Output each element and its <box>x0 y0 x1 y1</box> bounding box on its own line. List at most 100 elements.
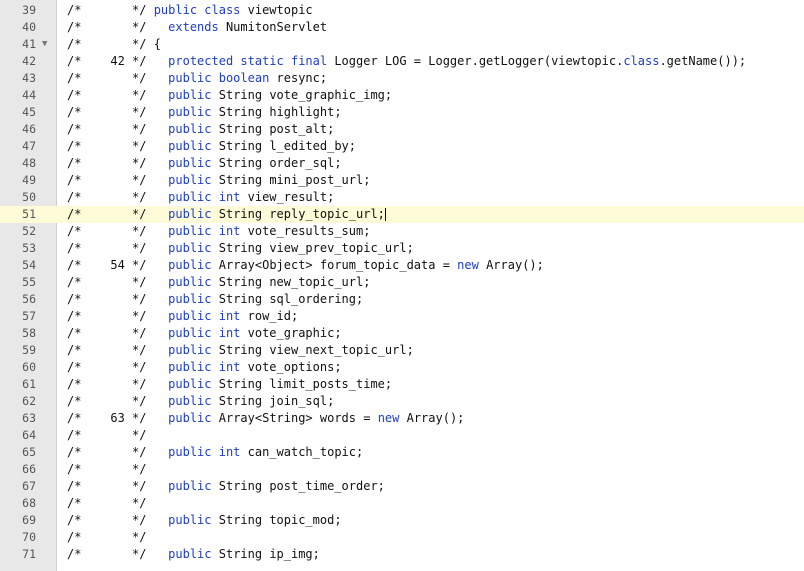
keyword-token: public <box>168 207 212 221</box>
line-number: 41 <box>22 37 36 51</box>
code-token: NumitonServlet <box>218 20 328 34</box>
keyword-token: public <box>168 479 212 493</box>
code-token: Logger LOG = Logger.getLogger(viewtopic. <box>327 54 624 68</box>
code-line[interactable]: 51/* */ public String reply_topic_url; <box>0 206 804 223</box>
code-line[interactable]: 64/* */ <box>0 427 804 444</box>
code-token: /* */ <box>67 207 169 221</box>
code-line[interactable]: 44/* */ public String vote_graphic_img; <box>0 87 804 104</box>
code-line[interactable]: 39/* */ public class viewtopic <box>0 2 804 19</box>
code-text: /* */ extends NumitonServlet <box>67 19 327 36</box>
code-line[interactable]: 58/* */ public int vote_graphic; <box>0 325 804 342</box>
code-token: String post_alt; <box>211 122 335 136</box>
code-token: String view_next_topic_url; <box>211 343 414 357</box>
keyword-token: public int <box>168 224 241 238</box>
keyword-token: public <box>168 173 212 187</box>
code-token: /* */ <box>67 343 169 357</box>
code-line[interactable]: 48/* */ public String order_sql; <box>0 155 804 172</box>
code-line[interactable]: 59 /* */ public String view_next_topic_ur… <box>0 342 804 359</box>
code-line[interactable]: 53/* */ public String view_prev_topic_ur… <box>0 240 804 257</box>
code-line[interactable]: 55/* */ public String new_topic_url; <box>0 274 804 291</box>
line-number: 57 <box>22 309 36 323</box>
line-number: 47 <box>22 139 36 153</box>
code-line[interactable]: 50/* */ public int view_result; <box>0 189 804 206</box>
keyword-token: public <box>168 343 212 357</box>
line-number: 42 <box>22 54 36 68</box>
code-token: row_id; <box>240 309 299 323</box>
code-line[interactable]: 56/* */ public String sql_ordering; <box>0 291 804 308</box>
code-line[interactable]: 65/* */ public int can_watch_topic; <box>0 444 804 461</box>
code-line[interactable]: 63/* 63 */ public Array<String> words = … <box>0 410 804 427</box>
code-line[interactable]: 40 /* */ extends NumitonServlet <box>0 19 804 36</box>
code-line[interactable]: 45/* */ public String highlight; <box>0 104 804 121</box>
code-token: /* */ <box>67 394 169 408</box>
code-line[interactable]: 66/* */ <box>0 461 804 478</box>
keyword-token: public int <box>168 445 241 459</box>
keyword-token: public class <box>153 3 241 17</box>
keyword-token: public int <box>168 326 241 340</box>
code-token: String sql_ordering; <box>211 292 364 306</box>
code-line[interactable]: 41▼/* */ { <box>0 36 804 53</box>
code-line[interactable]: 71/* */ public String ip_img; <box>0 546 804 563</box>
code-text: /* */ public String post_alt; <box>67 121 334 138</box>
code-line[interactable]: 69/* */ public String topic_mod; <box>0 512 804 529</box>
code-text: /* */ public String view_prev_topic_url; <box>67 240 414 257</box>
code-token: /* */ <box>67 309 169 323</box>
code-token: /* */ <box>67 377 169 391</box>
keyword-token: extends <box>168 20 219 34</box>
code-text: /* */ public int view_result; <box>67 189 334 206</box>
keyword-token: new <box>457 258 479 272</box>
line-number: 59 <box>22 343 36 357</box>
code-line[interactable]: 68/* */ <box>0 495 804 512</box>
line-number: 71 <box>22 547 36 561</box>
code-token: String ip_img; <box>211 547 320 561</box>
line-number: 45 <box>22 105 36 119</box>
code-text: /* 42 */ protected static final Logger L… <box>67 53 746 70</box>
code-line[interactable]: 49/* */ public String mini_post_url; <box>0 172 804 189</box>
code-token: resync; <box>269 71 328 85</box>
code-token: String mini_post_url; <box>211 173 371 187</box>
line-number: 49 <box>22 173 36 187</box>
code-line[interactable]: 43/* */ public boolean resync; <box>0 70 804 87</box>
code-line[interactable]: 54/* 54 */ public Array<Object> forum_to… <box>0 257 804 274</box>
code-token: /* */ <box>67 156 169 170</box>
code-line[interactable]: 47/* */ public String l_edited_by; <box>0 138 804 155</box>
code-token: /* */ <box>67 513 169 527</box>
keyword-token: new <box>377 411 400 425</box>
code-token: /* */ <box>67 241 169 255</box>
line-number: 46 <box>22 122 36 136</box>
code-line[interactable]: 52/* */ public int vote_results_sum; <box>0 223 804 240</box>
code-token: /* */ <box>67 105 169 119</box>
code-text: /* */ public String topic_mod; <box>67 512 342 529</box>
code-token: .getName()); <box>659 54 747 68</box>
line-number: 43 <box>22 71 36 85</box>
code-token: /* */ <box>67 275 169 289</box>
code-text: /* 54 */ public Array<Object> forum_topi… <box>67 257 544 274</box>
code-token: /* 42 */ <box>67 54 169 68</box>
keyword-token: public <box>168 411 212 425</box>
code-line[interactable]: 57/* */ public int row_id; <box>0 308 804 325</box>
code-text: /* */ public int vote_graphic; <box>67 325 342 342</box>
code-line[interactable]: 61/* */ public String limit_posts_time; <box>0 376 804 393</box>
code-line[interactable]: 67/* */ public String post_time_order; <box>0 478 804 495</box>
code-line[interactable]: 42 /* 42 */ protected static final Logger… <box>0 53 804 70</box>
code-line[interactable]: 62/* */ public String join_sql; <box>0 393 804 410</box>
code-token: /* */ <box>67 530 147 544</box>
code-token: /* */ <box>67 326 169 340</box>
line-number: 67 <box>22 479 36 493</box>
code-token: /* */ <box>67 88 169 102</box>
code-token: String post_time_order; <box>211 479 385 493</box>
code-token: Array<Object> forum_topic_data = <box>211 258 458 272</box>
code-line[interactable]: 70/* */ <box>0 529 804 546</box>
fold-toggle-icon[interactable]: ▼ <box>42 39 48 49</box>
line-number: 63 <box>22 411 36 425</box>
code-line[interactable]: 60/* */ public int vote_options; <box>0 359 804 376</box>
code-line[interactable]: 46 /* */ public String post_alt; <box>0 121 804 138</box>
line-number: 62 <box>22 394 36 408</box>
keyword-token: public <box>168 156 212 170</box>
keyword-token: public int <box>168 190 241 204</box>
keyword-token: protected static final <box>168 54 328 68</box>
code-token: view_result; <box>240 190 335 204</box>
code-token: /* */ <box>67 71 169 85</box>
line-number: 40 <box>22 20 36 34</box>
